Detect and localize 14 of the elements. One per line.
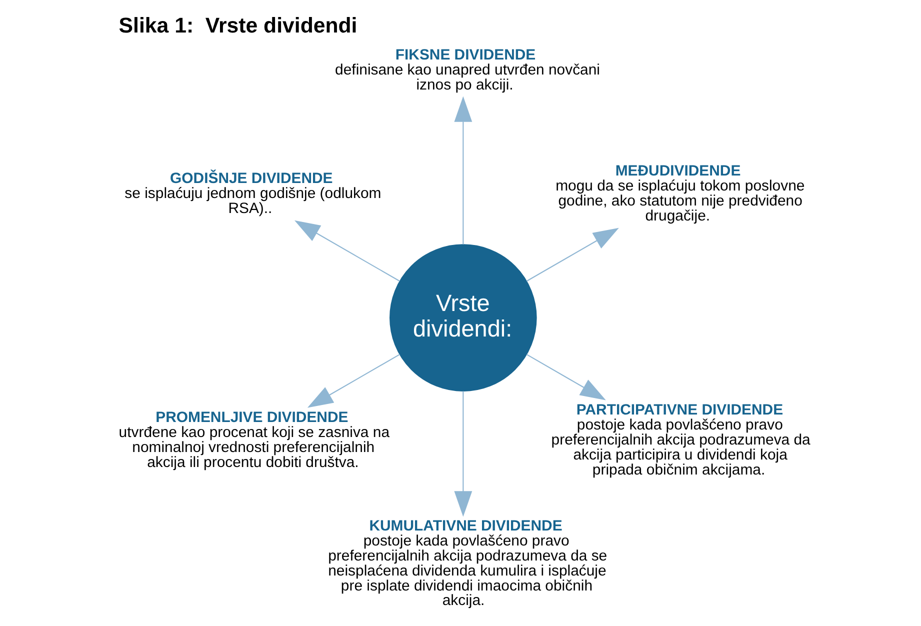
node-text: GODIŠNJE DIVIDENDE se isplaćuju jednom godišnje (odlukom RSA)..	[124, 170, 382, 217]
arrow	[454, 96, 472, 244]
node-text: FIKSNE DIVIDENDE definisane kao unapred utvrđen novčani iznos po akciji.	[335, 46, 600, 94]
diagram-title: Slika 1: Vrste dividendi	[118, 14, 358, 38]
node-circle: Vrste dividendi:	[390, 244, 537, 392]
node-text: MEĐUDIVIDENDE mogu da se isplaćuju tokom poslovne godine, ako statutom nije predviđeno drugačije.	[556, 162, 805, 224]
arrow	[307, 354, 400, 408]
node-text: KUMULATIVNE DIVIDENDE postoje kada povlašćeno pravo preferencijalnih akcija podrazumeva da se neisplaćena dividenda kumulira i isplaćuje pre isplate dividendi imaocima običnih akcija.	[328, 517, 608, 610]
arrow	[454, 391, 472, 517]
node-text: PARTICIPATIVNE DIVIDENDE postoje kada povlašćeno pravo preferencijalnih akcija podrazumeva da akcija participira u dividendi koja pripada običnim akcijama.	[551, 402, 810, 478]
node-text: PROMENLJIVE DIVIDENDE utvrđene kao procenat koji se zasniva na nominalnoj vrednosti preferencijalnih akcija ili procentu dobiti društva.	[118, 409, 390, 471]
arrow	[294, 220, 400, 282]
arrow	[526, 354, 606, 400]
arrow	[526, 228, 619, 282]
